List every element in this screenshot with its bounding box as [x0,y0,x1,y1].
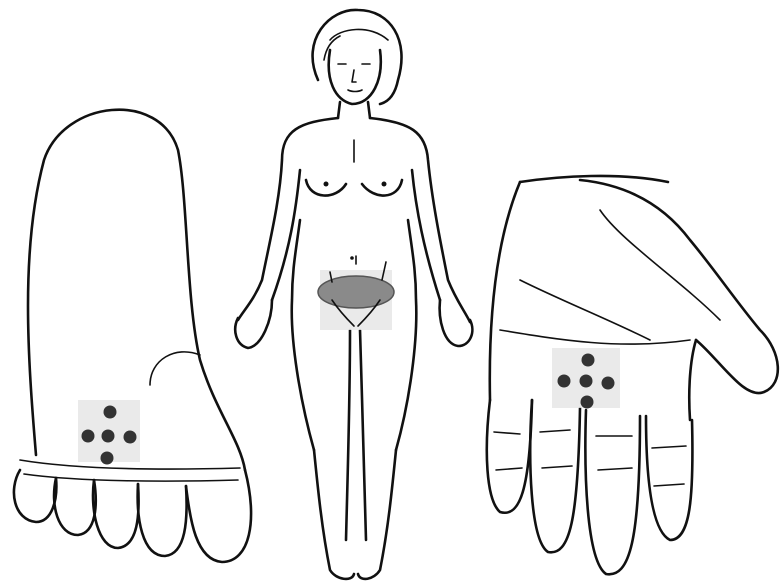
finger-little [487,400,532,513]
foot-point-left [82,430,95,443]
toe-fourth [54,478,96,535]
palm-point-right [602,377,615,390]
hair-strands [324,29,388,60]
palm-point-bottom [581,396,594,409]
toe-second [138,484,187,556]
toe-third [93,480,139,548]
palm-outline-left [490,182,520,400]
thenar-line [600,210,720,320]
head-line [500,330,690,344]
hip-right [396,220,416,450]
uterus-organ [318,276,394,308]
toe-big [186,470,251,562]
left-hand [235,300,272,348]
inner-arm-left [272,170,300,300]
finger-middle [585,410,640,574]
breasts [306,180,402,196]
hair [313,10,402,104]
foot-sole [14,110,251,562]
right-hand [440,300,473,346]
finger-ring [530,400,580,552]
finger-creases [494,430,686,486]
inner-leg-left [346,330,350,540]
palm-point-center [580,375,593,388]
foot-point-center [102,430,115,443]
hip-left [292,220,314,450]
thumb-inner [689,340,696,420]
foot-point-bottom [101,452,114,465]
nipple-left [324,182,329,187]
nipple-right [382,182,387,187]
palm-point-top [582,354,595,367]
foot-arch-line [150,352,200,385]
female-body-front [235,10,472,579]
face [329,50,381,104]
palm [487,176,778,574]
finger-index [646,416,692,540]
navel [350,256,354,260]
facial-features [338,64,370,92]
heart-line [520,280,650,340]
palm-point-left [558,375,571,388]
foot-point-right [124,431,137,444]
foot-point-top [104,406,117,419]
inner-leg-right [360,330,366,540]
